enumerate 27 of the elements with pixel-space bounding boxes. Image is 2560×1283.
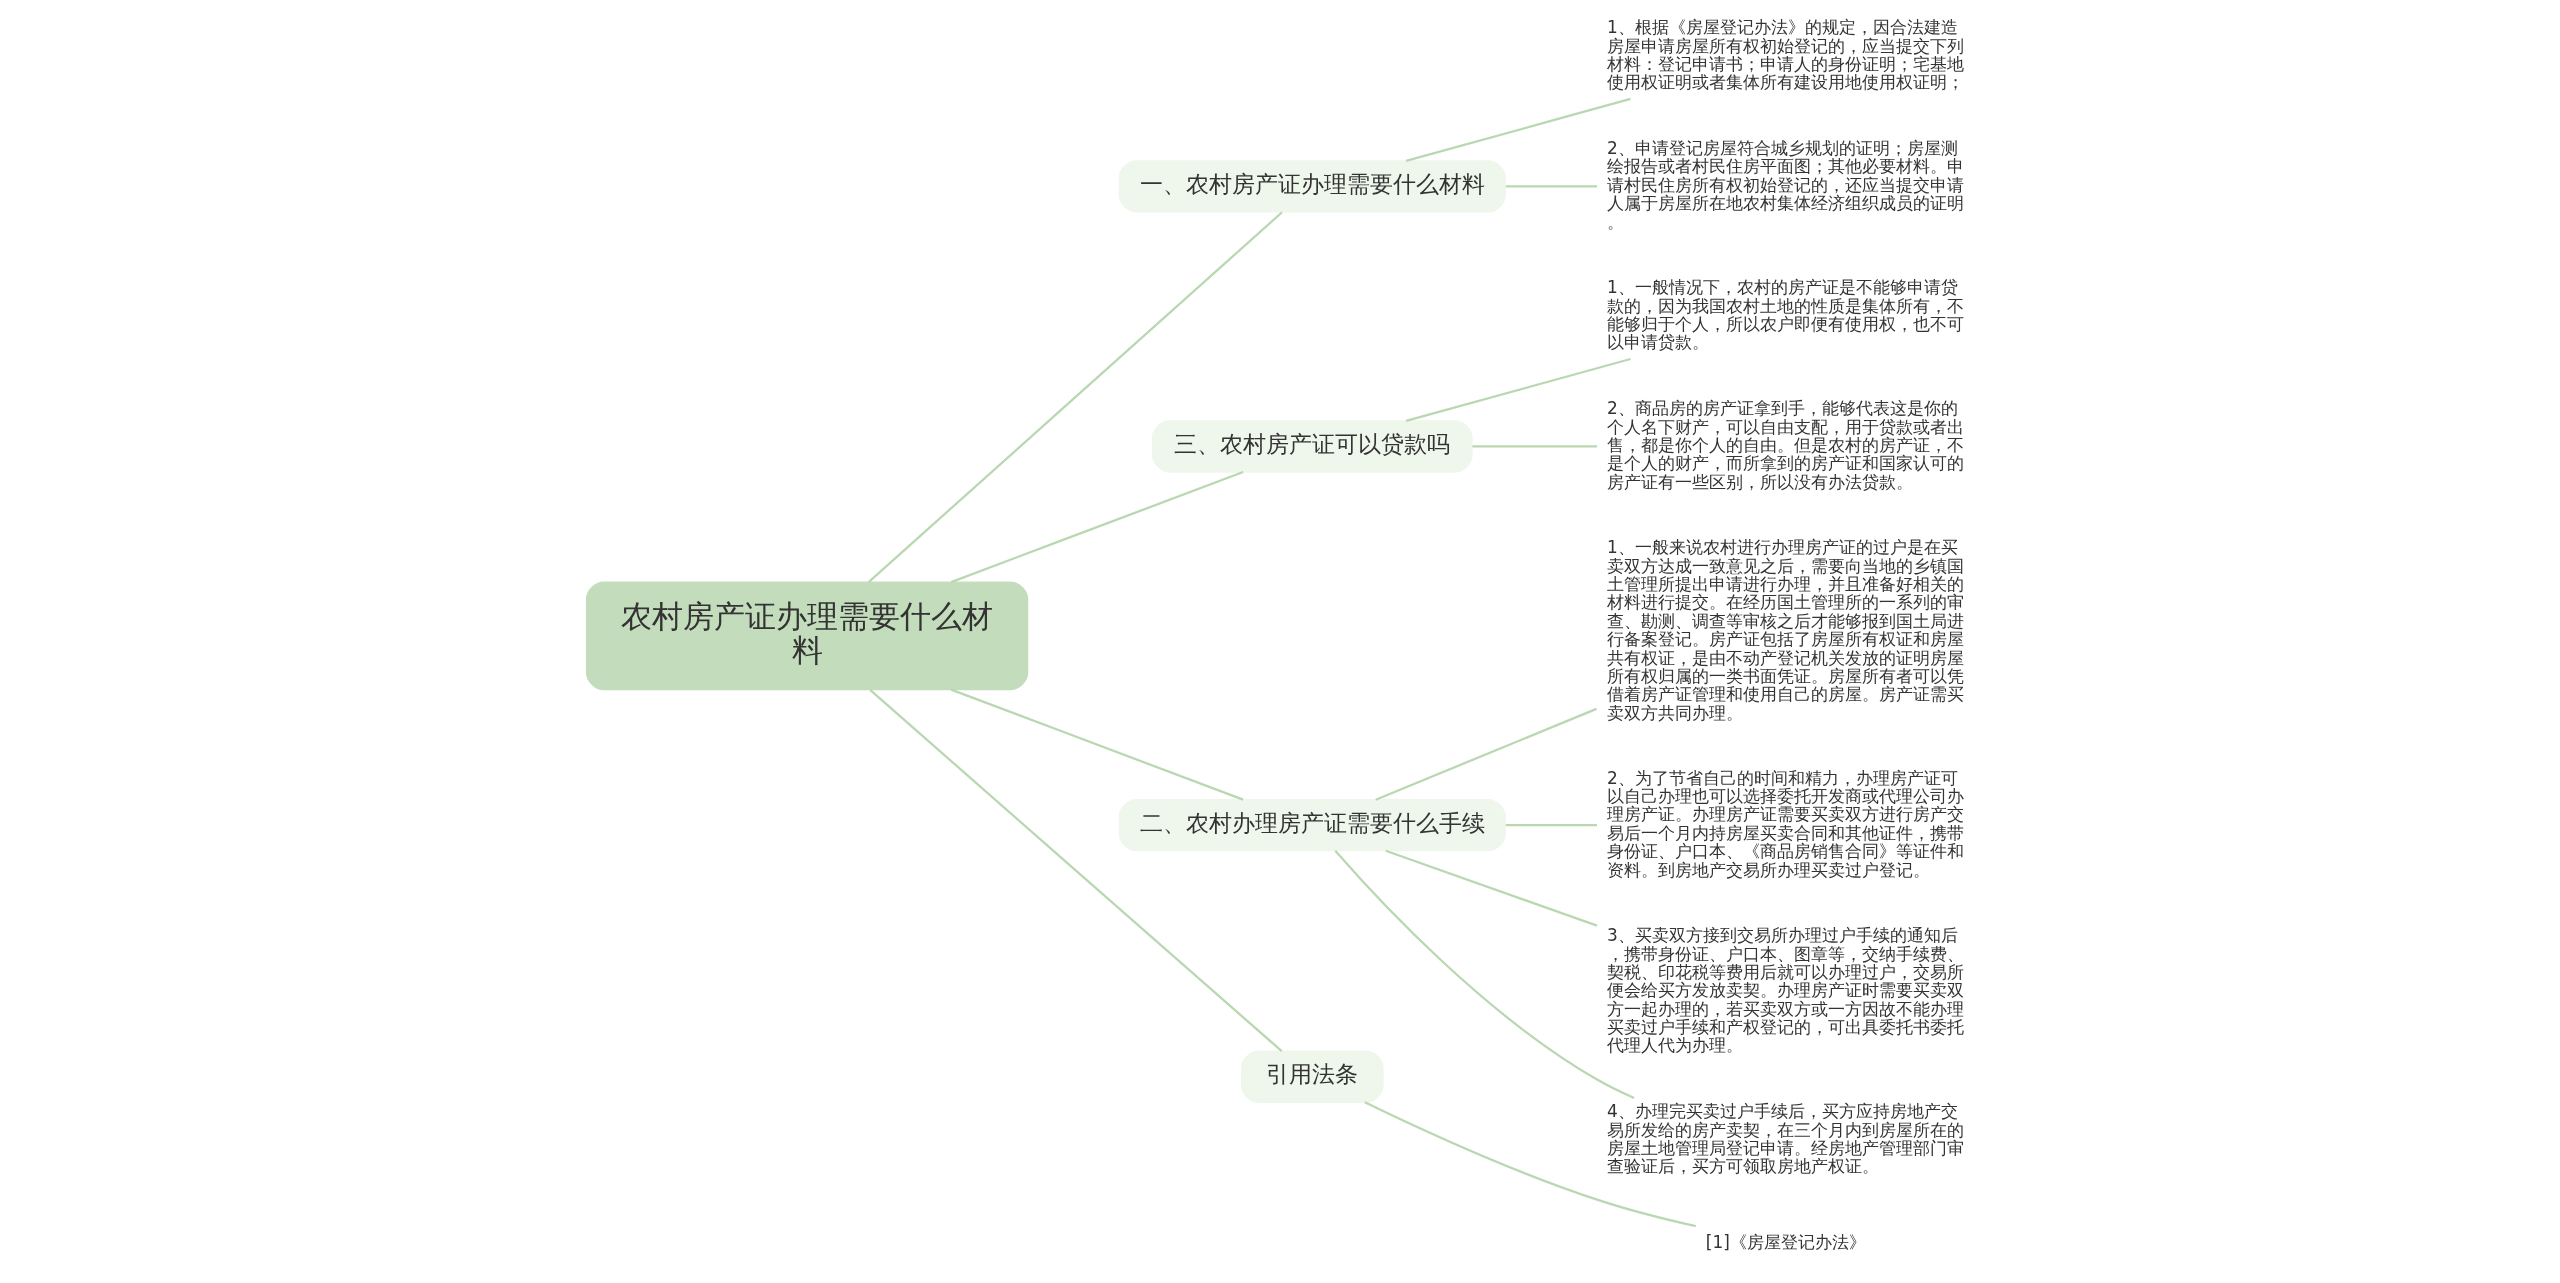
connector [1333,849,1635,1099]
connector [867,211,1283,583]
connector [1374,707,1597,801]
node-box: 三、农村房产证可以贷款吗 [1151,420,1473,473]
connector [950,688,1243,801]
connector [1405,357,1631,423]
connector [950,471,1243,584]
node-text: 4、办理完买卖过户手续后，买方应持房地产交易所发给的房产卖契，在三个月内到房屋所在的房屋土地管理局登记申请。经房地产管理部门审查验证后，买方可领取房地产权证。 [1606,1101,1964,1177]
node-box: 一、农村房产证办理需要什么材料 [1118,160,1506,213]
connector [868,689,1282,1052]
connector [1505,185,1597,188]
connector [1471,445,1597,448]
node-box: 引用法条 [1240,1050,1384,1103]
connector [1405,97,1631,163]
node-text: 1、一般来说农村进行办理房产证的过户是在买卖双方达成一致意见之后，需要向当地的乡镇国土管理所提出申请进行办理，并且准备好相关的材料进行提交。在经历国土管理所的一系列的审查、勘测、调查等审核之后才能够报到国土局进行备案登记。房产证包括了房屋所有权证和房屋共有权证，是由不动产登记机关发放的证明房屋所有权归属的一类书面凭证。房屋所有者可以凭借着房产证管理和使用自己的房屋。房产证需买卖双方共同办理。 [1606,537,1964,723]
node-text: 1、一般情况下，农村的房产证是不能够申请贷款的，因为我国农村土地的性质是集体所有，不能够归于个人，所以农户即便有使用权，也不可以申请贷款。 [1606,277,1964,353]
connector [1384,849,1597,927]
node-text: 1、根据《房屋登记办法》的规定，因合法建造房屋申请房屋所有权初始登记的，应当提交下列材料：登记申请书；申请人的身份证明；宅基地使用权证明或者集体所有建设用地使用权证明； [1606,17,1964,93]
node-text: [1]《房屋登记办法》 [1705,1231,1866,1252]
node-box: 农村房产证办理需要什么材料 [585,581,1028,691]
node-box: 二、农村办理房产证需要什么手续 [1118,799,1506,852]
node-text: 2、申请登记房屋符合城乡规划的证明；房屋测绘报告或者村民住房平面图；其他必要材料。申请村民住房所有权初始登记的，还应当提交申请人属于房屋所在地农村集体经济组织成员的证明。 [1606,138,1964,232]
connector [1505,824,1597,827]
node-text: 3、买卖双方接到交易所办理过户手续的通知后，携带身份证、户口本、图章等，交纳手续费、契税、印花税等费用后就可以办理过户，交易所便会给买方发放卖契。办理房产证时需要买卖双方一起办理的，若买卖双方或一方因故不能办理买卖过户手续和产权登记的，可出具委托书委托代理人代为办理。 [1606,925,1964,1056]
node-text: 2、商品房的房产证拿到手，能够代表这是你的个人名下财产，可以自由支配，用于贷款或者出售，都是你个人的自由。但是农村的房产证，不是个人的财产，而所拿到的房产证和国家认可的房产证有一些区别，所以没有办法贷款。 [1606,398,1964,492]
connector [1363,1101,1696,1228]
node-text: 2、为了节省自己的时间和精力，办理房产证可以自己办理也可以选择委托开发商或代理公司办理房产证。办理房产证需要买卖双方进行房产交易后一个月内持房屋买卖合同和其他证件，携带身份证、户口本、《商品房销售合同》等证件和资料。到房地产交易所办理买卖过户登记。 [1606,767,1964,880]
